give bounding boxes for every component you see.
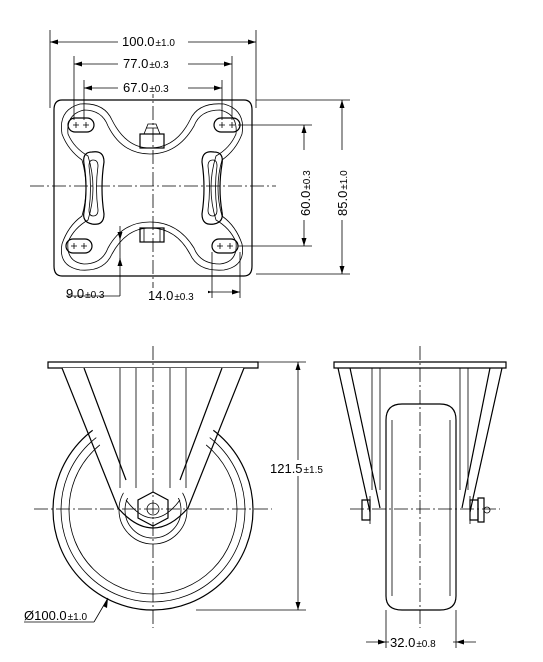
plate-rib	[61, 103, 243, 271]
front-view	[34, 346, 272, 628]
dim-plate-width-value: 100.0	[122, 34, 155, 49]
fork-left-leg	[61, 367, 119, 509]
dim-hole-vertical-tol: ±0.3	[302, 170, 313, 190]
dim-wheel-width: 32.0±0.8	[366, 610, 476, 650]
dim-plate-width: 100.0±1.0	[49, 30, 257, 108]
dim-wheel-diameter-tol: ±1.0	[68, 612, 88, 623]
top-plate-view	[30, 84, 276, 296]
side-nut-right	[477, 497, 485, 523]
slot-left	[83, 151, 105, 225]
dim-slot-width: 9.0±0.3	[66, 226, 123, 301]
dim-plate-depth: 85.0±1.0	[256, 99, 350, 275]
dim-hole-spacing-outer-tol: ±0.3	[149, 60, 169, 71]
dim-hole-spacing-inner: 67.0±0.3	[83, 80, 223, 120]
slot-left-inner	[88, 159, 99, 217]
dim-slot-length-value: 14.0	[148, 288, 173, 303]
side-axle-end	[483, 506, 491, 514]
dim-wheel-width-tol: ±0.8	[416, 639, 436, 650]
dim-plate-width-tol: ±1.0	[156, 38, 176, 49]
svg-text:14.0±0.3: 14.0±0.3	[148, 288, 194, 303]
dim-slot-width-tol: ±0.3	[85, 290, 105, 301]
dim-slot-length: 14.0±0.3	[146, 252, 241, 303]
plate-outline	[53, 99, 253, 277]
svg-text:32.0±0.8: 32.0±0.8	[390, 635, 436, 650]
svg-text:9.0±0.3: 9.0±0.3	[66, 286, 105, 301]
hole-center-marks	[71, 122, 235, 249]
dim-slot-length-tol: ±0.3	[174, 292, 194, 303]
dim-plate-depth-value: 85.0	[335, 191, 350, 216]
svg-text:100.0±1.0: 100.0±1.0	[122, 34, 175, 49]
svg-text:121.5±1.5: 121.5±1.5	[270, 461, 323, 476]
svg-text:77.0±0.3: 77.0±0.3	[123, 56, 169, 71]
dim-hole-vertical-value: 60.0	[298, 191, 313, 216]
dim-plate-depth-tol: ±1.0	[339, 170, 350, 190]
dim-hole-spacing-inner-value: 67.0	[123, 80, 148, 95]
side-fork-ribs	[371, 368, 469, 490]
dim-slot-width-value: 9.0	[66, 286, 84, 301]
side-top-plate	[333, 361, 507, 369]
side-fork-right	[461, 367, 503, 513]
svg-text:85.0±1.0: 85.0±1.0	[335, 170, 350, 216]
side-view	[333, 346, 507, 628]
nut-hex-top	[143, 123, 161, 135]
axle-nut-top	[139, 133, 165, 149]
side-washers	[369, 496, 471, 524]
slot-right	[201, 151, 223, 225]
dim-hole-spacing-inner-tol: ±0.3	[149, 84, 169, 95]
dim-overall-height: 121.5±1.5	[196, 361, 328, 611]
fork-right-leg	[187, 367, 245, 509]
slot-right-inner	[207, 159, 218, 217]
axle-nut-bottom	[139, 227, 165, 243]
side-wheel	[385, 403, 457, 611]
dim-wheel-width-value: 32.0	[390, 635, 415, 650]
dim-overall-height-value: 121.5	[270, 461, 303, 476]
svg-text:60.0±0.3: 60.0±0.3	[298, 170, 313, 216]
fork-left-leg-inner	[83, 367, 127, 481]
fork-right-leg-inner	[179, 367, 223, 481]
dim-overall-height-tol: ±1.5	[304, 465, 324, 476]
dim-wheel-diameter: Ø100.0±1.0	[24, 597, 109, 623]
mount-hole-bottom-left	[65, 238, 93, 254]
side-fork-left	[337, 367, 381, 513]
svg-text:Ø100.0±1.0: Ø100.0±1.0	[24, 608, 87, 623]
plate-rib-inner	[67, 109, 237, 265]
nut-hex-bottom	[143, 228, 161, 242]
front-top-plate	[47, 361, 259, 369]
fork-body	[62, 368, 244, 498]
dim-hole-spacing-outer-value: 77.0	[123, 56, 148, 71]
dim-hole-spacing-outer: 77.0±0.3	[73, 56, 233, 120]
dim-hole-vertical: 60.0±0.3	[238, 124, 313, 247]
fork-rib-left	[119, 368, 137, 488]
mount-hole-bottom-right	[211, 238, 239, 254]
side-wheel-inner	[391, 420, 451, 596]
mount-hole-top-left	[67, 117, 95, 133]
fork-rib-right	[169, 368, 187, 488]
dim-wheel-diameter-value: Ø100.0	[24, 608, 67, 623]
svg-text:67.0±0.3: 67.0±0.3	[123, 80, 169, 95]
